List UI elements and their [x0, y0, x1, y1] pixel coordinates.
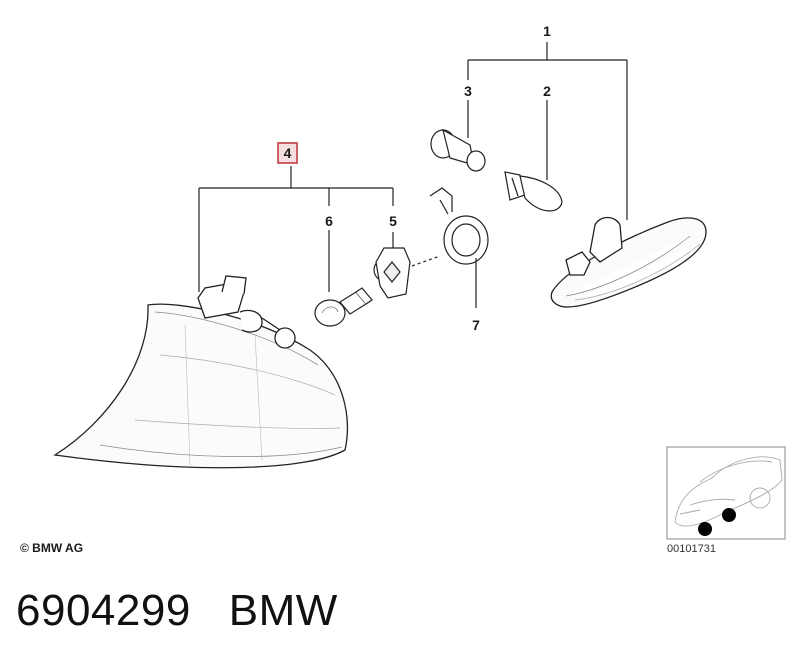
callout-4[interactable]: 4: [284, 145, 292, 161]
callout-1: 1: [543, 23, 551, 39]
copyright-label: © BMW AG: [20, 541, 84, 555]
part-number: 6904299: [16, 586, 191, 635]
bulb-part-2: [504, 171, 563, 212]
turn-signal-housing: [53, 275, 348, 469]
brand-name: BMW: [228, 586, 338, 635]
callout-5: 5: [389, 213, 397, 229]
vehicle-locator-inset: [666, 446, 786, 540]
bulb-socket-part-5: [373, 247, 441, 299]
side-marker-part-1: [550, 216, 707, 308]
bulb-part-6: [314, 287, 373, 327]
parts-diagram: 1 2 3 4 5 6 7: [53, 23, 786, 540]
locator-dot-front: [698, 522, 712, 536]
callout-7: 7: [472, 317, 480, 333]
part-footer: 6904299 BMW: [16, 586, 338, 636]
bulb-part-3: [430, 128, 486, 172]
callout-2: 2: [543, 83, 551, 99]
retaining-ring-part-7: [429, 187, 489, 265]
leader-lines-group-1: [467, 42, 628, 220]
callout-3: 3: [464, 83, 472, 99]
locator-dot-side: [722, 508, 736, 522]
inset-diagram-code: 00101731: [667, 543, 716, 555]
callout-4-highlight-box: [277, 142, 298, 164]
callout-6: 6: [325, 213, 333, 229]
